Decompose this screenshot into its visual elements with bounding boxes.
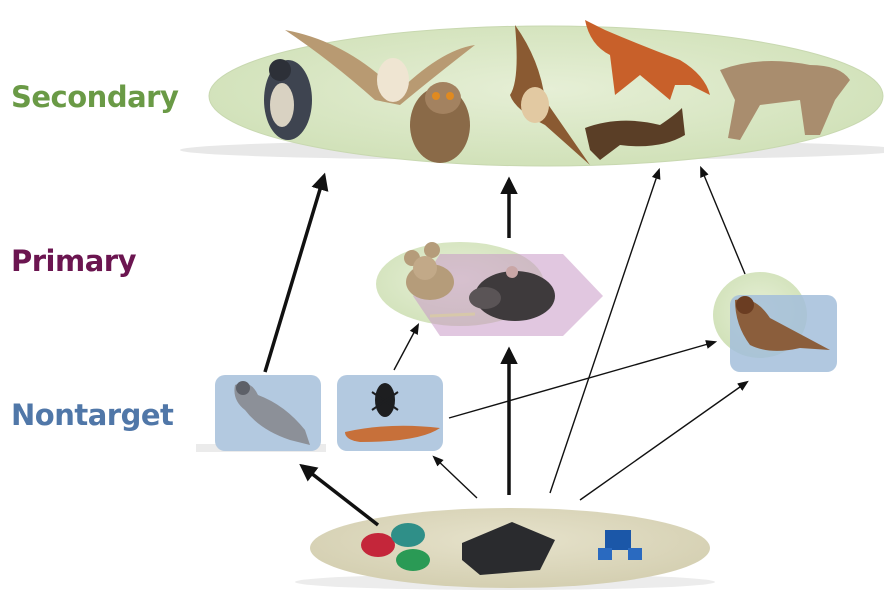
sparrow-icon [735,296,830,351]
arrow-bait-to-invertebrate [432,455,478,499]
level-label-secondary: Secondary [11,80,179,114]
bait-blocks-icon [598,530,642,560]
arrow-invertebrate-to-sparrow [448,340,718,419]
red-fox-icon [585,20,710,100]
eagle-owl-icon [410,82,470,163]
arrow-invertebrate-to-primary [393,323,420,371]
level-label-nontarget: Nontarget [11,398,174,432]
hawk-icon [510,25,590,165]
pigeon-icon [234,381,310,445]
arrows [263,165,749,527]
bobcat-icon [720,61,850,140]
arrow-bait-to-secondary [549,167,661,494]
rodenticide-pellets-icon [361,523,430,571]
bait-station-icon [462,522,555,575]
marten-icon [585,108,685,160]
beetle-icon [371,383,399,417]
arrow-sparrow-to-secondary [700,165,746,275]
arrow-pigeon-to-secondary [263,172,329,373]
falcon-icon [264,59,312,140]
slug-icon [345,425,440,442]
barn-owl-icon [285,30,475,105]
arrow-bait-to-sparrow [579,380,749,501]
level-label-primary: Primary [11,244,137,278]
arrow-bait-to-pigeon [299,463,380,527]
house-mouse-icon [404,242,454,300]
rat-icon [429,266,555,321]
